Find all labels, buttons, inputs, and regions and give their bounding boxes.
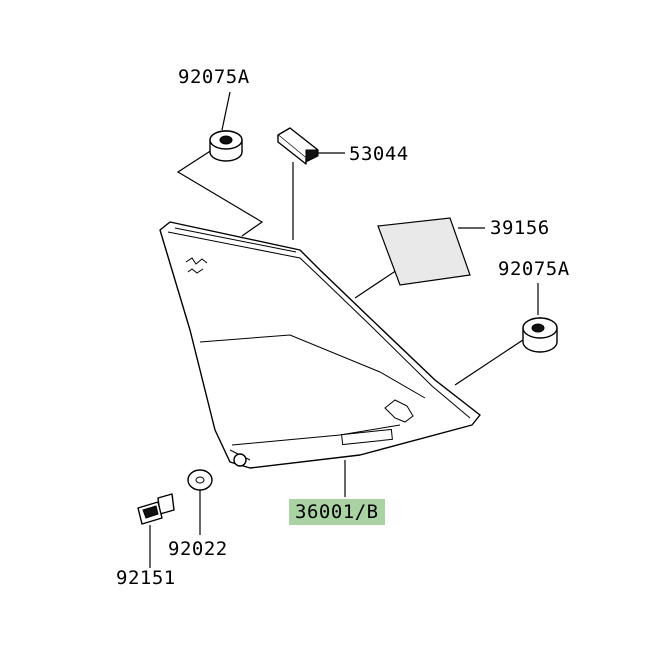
- seal-53044[interactable]: [277, 127, 319, 165]
- sticker-39156[interactable]: [377, 217, 471, 286]
- label-washer: 92022: [168, 538, 228, 560]
- label-grommet-top: 92075A: [178, 66, 250, 88]
- washer-92022[interactable]: [187, 469, 213, 491]
- grommet-top-92075A[interactable]: [209, 130, 243, 162]
- label-seal: 53044: [349, 143, 409, 165]
- side-cover-36001[interactable]: [159, 221, 481, 469]
- label-cover-highlighted: 36001/B: [289, 499, 385, 525]
- label-sticker: 39156: [490, 217, 550, 239]
- bolt-92151[interactable]: [137, 493, 175, 525]
- grommet-right-92075A[interactable]: [522, 317, 558, 353]
- label-bolt: 92151: [116, 567, 176, 589]
- label-grommet-right: 92075A: [498, 258, 570, 280]
